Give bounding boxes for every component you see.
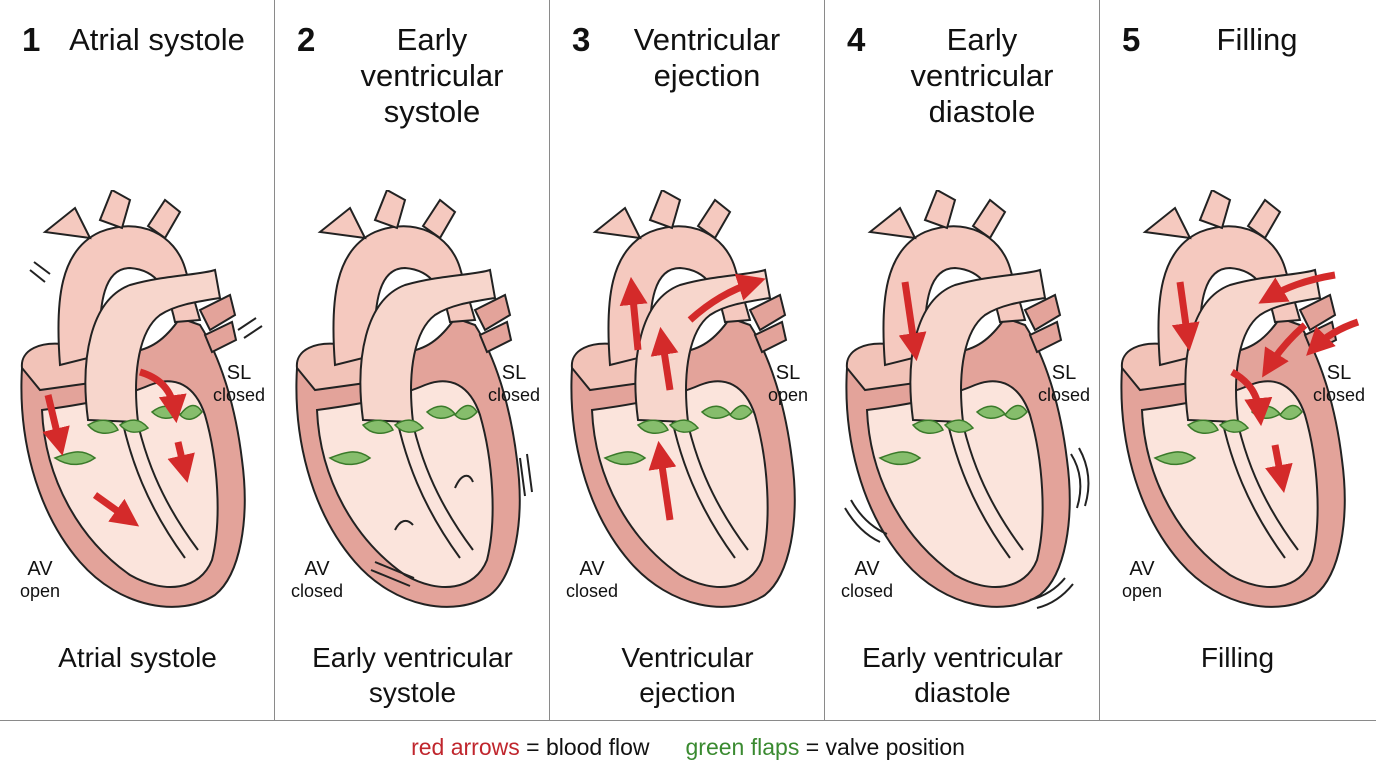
blood-flow-arrow xyxy=(648,440,677,521)
panel-number: 1 xyxy=(22,21,41,58)
panel-1: 1 Atrial systole SL closed AV open Atria… xyxy=(0,0,275,720)
blood-flow-arrow xyxy=(167,441,195,483)
av-valve-label: AV closed xyxy=(291,558,344,601)
panel-caption: Early ventricular diastole xyxy=(862,642,1063,708)
blood-flow-arrow xyxy=(898,281,927,362)
legend-red-desc: = blood flow xyxy=(519,734,650,760)
blood-flow-arrow xyxy=(1262,322,1308,378)
sl-valve-label: SL closed xyxy=(1313,362,1366,405)
motion-lines xyxy=(237,317,263,339)
blood-flow-arrow xyxy=(1230,368,1273,427)
legend-divider xyxy=(0,720,1376,721)
legend-green-term: green flaps xyxy=(685,734,800,760)
blood-flow-arrow xyxy=(1265,444,1293,494)
panel-4: 4 Early ventricular diastole SL closed A… xyxy=(825,0,1100,720)
sl-valve-label: SL closed xyxy=(1038,362,1091,405)
blood-flow-arrow xyxy=(687,273,766,323)
legend-red-term: red arrows xyxy=(411,734,520,760)
sl-valve-label: SL open xyxy=(768,362,809,405)
panel-caption: Filling xyxy=(1200,642,1275,673)
panel-5: 5 Filling SL closed AV open Filling xyxy=(1100,0,1376,720)
panel-2: 2 Early ventricular systole SL closed AV… xyxy=(275,0,550,720)
sl-valve-label: SL closed xyxy=(488,362,541,405)
sl-valve-label: SL closed xyxy=(213,362,266,405)
pressure-curl xyxy=(454,474,474,489)
blood-flow-arrow xyxy=(138,368,187,424)
heart-illustration xyxy=(0,190,263,620)
panel-title: Filling xyxy=(1216,22,1298,57)
panel-title: Atrial systole xyxy=(69,22,245,57)
heart-illustration xyxy=(550,190,825,620)
pressure-curl xyxy=(394,519,414,531)
panel-title: Early ventricular systole xyxy=(360,22,504,129)
panel-3: 3 Ventricular ejection SL open AV closed… xyxy=(550,0,825,720)
heart-illustration xyxy=(844,190,1090,609)
motion-lines xyxy=(1029,577,1074,609)
panel-caption: Ventricular ejection xyxy=(621,642,754,708)
blood-flow-arrow xyxy=(92,492,140,527)
av-valve-label: AV closed xyxy=(841,558,894,601)
panel-caption: Atrial systole xyxy=(58,642,217,673)
legend: red arrows = blood flow green flaps = val… xyxy=(0,732,1376,762)
panel-number: 3 xyxy=(572,21,591,58)
blood-flow-arrow xyxy=(1258,271,1336,304)
blood-flow-arrow xyxy=(619,276,648,351)
motion-lines xyxy=(1070,447,1090,509)
motion-lines xyxy=(519,453,533,497)
av-valve-label: AV open xyxy=(20,558,61,601)
panel-caption: Early ventricular systole xyxy=(312,642,513,708)
panel-number: 4 xyxy=(847,21,866,58)
panel-title: Early ventricular diastole xyxy=(910,22,1054,129)
blood-flow-arrow xyxy=(42,394,70,456)
panel-title: Ventricular ejection xyxy=(633,22,781,93)
panel-number: 2 xyxy=(297,21,316,58)
heart-illustration xyxy=(275,190,533,620)
motion-lines xyxy=(29,261,51,283)
av-valve-label: AV open xyxy=(1122,558,1163,601)
motion-lines xyxy=(844,499,888,543)
blood-flow-arrow xyxy=(1171,281,1200,352)
motion-lines xyxy=(370,561,415,587)
blood-flow-arrow xyxy=(650,326,679,391)
av-valve-label: AV closed xyxy=(566,558,619,601)
heart-illustration xyxy=(1100,190,1360,620)
legend-green-desc: = valve position xyxy=(799,734,965,760)
cardiac-cycle-diagram: 1 Atrial systole SL closed AV open Atria… xyxy=(0,0,1376,720)
blood-flow-arrow xyxy=(1306,318,1360,356)
panel-number: 5 xyxy=(1122,21,1141,58)
